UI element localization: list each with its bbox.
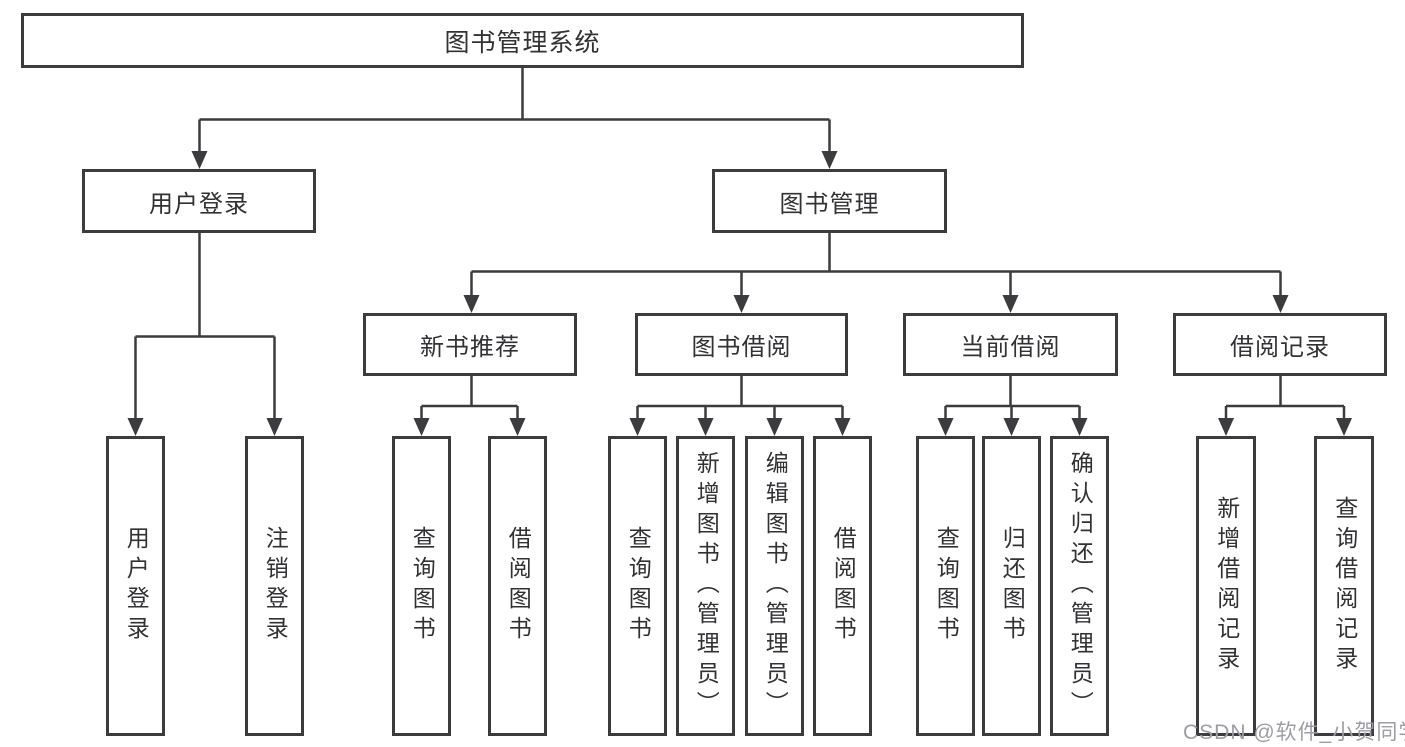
leaf-borrowing-add-books-admin: 新增图书（管理员） (676, 436, 735, 736)
leaf-recommend-borrow-books-label: 借阅图书 (505, 526, 532, 646)
leaf-records-query-record-label: 查询借阅记录 (1331, 496, 1358, 676)
node-root-label: 图书管理系统 (444, 28, 601, 57)
node-new-book-recommend: 新书推荐 (363, 313, 577, 376)
node-root: 图书管理系统 (21, 13, 1024, 68)
leaf-borrowing-edit-books-admin-label: 编辑图书（管理员） (762, 451, 789, 721)
node-current-borrowing-label: 当前借阅 (960, 334, 1061, 361)
leaf-current-confirm-return-admin-label: 确认归还（管理员） (1067, 451, 1094, 721)
leaf-user-login-action: 用户登录 (106, 436, 165, 736)
node-book-borrowing-label: 图书借阅 (691, 334, 792, 361)
leaf-current-return-books-label: 归还图书 (999, 526, 1026, 646)
leaf-current-return-books: 归还图书 (982, 436, 1041, 736)
leaf-user-login-action-label: 用户登录 (123, 526, 150, 646)
leaf-records-query-record: 查询借阅记录 (1314, 436, 1374, 736)
node-book-borrowing: 图书借阅 (635, 313, 848, 376)
node-new-book-recommend-label: 新书推荐 (420, 334, 520, 361)
leaf-recommend-query-books-label: 查询图书 (409, 526, 436, 646)
leaf-current-confirm-return-admin: 确认归还（管理员） (1050, 436, 1109, 736)
leaf-logout-action-label: 注销登录 (262, 526, 289, 646)
leaf-borrowing-borrow-books: 借阅图书 (813, 436, 872, 736)
node-book-management: 图书管理 (712, 169, 947, 233)
leaf-borrowing-edit-books-admin: 编辑图书（管理员） (745, 436, 804, 736)
leaf-current-query-books-label: 查询图书 (933, 526, 960, 646)
leaf-borrowing-borrow-books-label: 借阅图书 (830, 526, 857, 646)
leaf-recommend-query-books: 查询图书 (392, 436, 451, 736)
node-borrow-records-label: 借阅记录 (1230, 334, 1330, 361)
leaf-records-add-record-label: 新增借阅记录 (1213, 496, 1240, 676)
leaf-borrowing-add-books-admin-label: 新增图书（管理员） (693, 451, 720, 721)
leaf-borrowing-query-books: 查询图书 (608, 436, 667, 736)
watermark: CSDN @软件_小贺同学 (1183, 721, 1405, 744)
node-user-login-label: 用户登录 (149, 190, 249, 218)
node-book-management-label: 图书管理 (779, 190, 880, 218)
leaf-logout-action: 注销登录 (245, 436, 304, 736)
leaf-records-add-record: 新增借阅记录 (1196, 436, 1256, 736)
leaf-current-query-books: 查询图书 (916, 436, 975, 736)
node-borrow-records: 借阅记录 (1173, 313, 1387, 376)
node-current-borrowing: 当前借阅 (903, 313, 1118, 376)
node-user-login: 用户登录 (82, 169, 316, 233)
leaf-borrowing-query-books-label: 查询图书 (625, 526, 652, 646)
leaf-recommend-borrow-books: 借阅图书 (488, 436, 547, 736)
